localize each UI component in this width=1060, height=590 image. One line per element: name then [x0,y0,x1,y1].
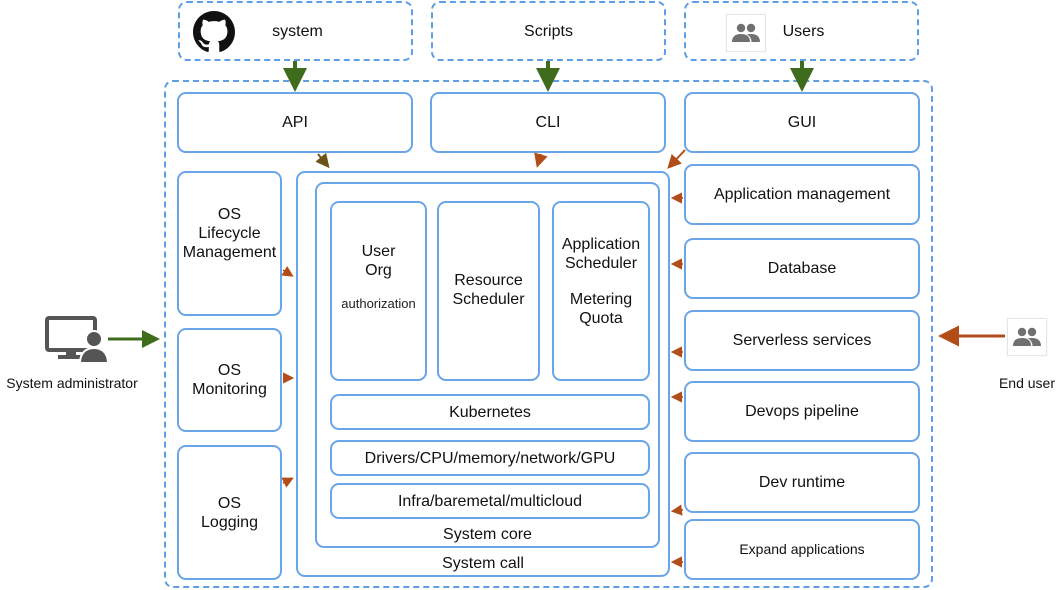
os-monitoring-box[interactable]: OS Monitoring [177,328,282,432]
kubernetes-label: Kubernetes [449,403,531,421]
os-monitoring-label: OS Monitoring [192,362,267,398]
metering-quota-label: Metering Quota [569,290,633,327]
os-logging-box[interactable]: OS Logging [177,445,282,580]
api-label: API [282,114,308,131]
os-lifecycle-management-box[interactable]: OS Lifecycle Management [177,171,282,316]
dev-runtime-box[interactable]: Dev runtime [684,452,920,513]
system-call-label: System call [442,555,524,572]
devops-pipeline-label: Devops pipeline [745,403,859,420]
database-label: Database [767,260,837,277]
os-logging-label: OS Logging [201,494,258,531]
resource-scheduler-label: Resource Scheduler [452,272,525,308]
gui-label: GUI [787,114,817,131]
source-users-box: Users [684,1,919,61]
serverless-services-label: Serverless services [732,332,872,349]
drivers-label: Drivers/CPU/memory/network/GPU [364,449,616,467]
infra-label: Infra/baremetal/multicloud [397,492,583,510]
authorization-label: authorization [341,295,416,311]
system-core-label: System core [443,526,532,543]
cli-label: CLI [535,114,561,131]
user-org-box[interactable]: User Org authorization [330,201,427,381]
application-management-label: Application management [713,186,891,203]
infra-layer[interactable]: Infra/baremetal/multicloud [330,483,650,519]
drivers-layer[interactable]: Drivers/CPU/memory/network/GPU [330,440,650,476]
github-icon [193,11,235,52]
application-scheduler-label: Application Scheduler [561,235,641,272]
end-user-icon [1007,318,1047,356]
system-administrator-label: System administrator [6,375,138,391]
gui-box[interactable]: GUI [684,92,920,153]
serverless-services-box[interactable]: Serverless services [684,310,920,371]
expand-applications-box[interactable]: Expand applications [684,519,920,580]
source-users-label: Users [782,23,825,40]
resource-scheduler-box[interactable]: Resource Scheduler [437,201,540,381]
user-org-label: User Org [361,242,396,279]
application-scheduler-box[interactable]: Application Scheduler Metering Quota [552,201,650,381]
api-box[interactable]: API [177,92,413,153]
os-lifecycle-management-label: OS Lifecycle Management [182,206,277,261]
application-management-box[interactable]: Application management [684,164,920,225]
devops-pipeline-box[interactable]: Devops pipeline [684,381,920,442]
source-scripts-label: Scripts [524,23,573,40]
source-system-label: system [272,23,323,40]
source-system-box: system [178,1,413,61]
users-icon [726,14,766,52]
expand-applications-label: Expand applications [739,541,865,557]
source-scripts-box: Scripts [431,1,666,61]
cli-box[interactable]: CLI [430,92,666,153]
kubernetes-layer[interactable]: Kubernetes [330,394,650,430]
end-user-label: End user [998,375,1056,391]
database-box[interactable]: Database [684,238,920,299]
admin-computer-icon [45,316,110,364]
dev-runtime-label: Dev runtime [758,474,846,491]
